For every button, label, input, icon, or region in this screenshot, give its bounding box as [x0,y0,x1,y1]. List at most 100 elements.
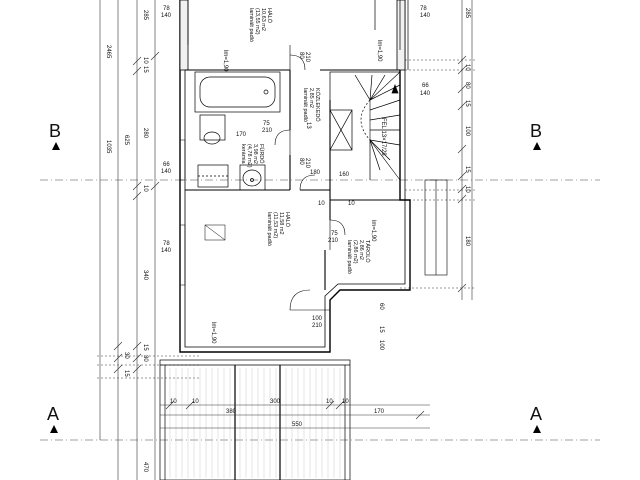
window-label-66-a: 66 [163,162,170,168]
room-label-furdo: FÜRDŐ 3,98 m2 (4,78 m2) kerámia [240,144,265,168]
section-a-left-arrow-icon [50,425,58,433]
stair-direction-label: FEL 13×17/28 [380,118,386,156]
dim-10-bottom-a: 10 [170,399,177,405]
door-swing-halo-upper [289,54,306,71]
height-label-a: lm=1,90 [222,50,228,72]
dim-10-left-b: 10 [142,185,148,192]
dim-100-door: 100 [378,340,384,351]
doors [274,45,346,311]
section-lines [40,179,600,441]
door-label-210-d: 210 [328,238,339,244]
stair-label: FEL 13×17/28 13 [305,118,386,156]
dim-380: 380 [226,409,237,415]
dim-80-right: 80 [464,82,470,89]
dim-1035: 1035 [105,140,111,154]
section-a-right-arrow-icon [533,425,541,433]
window-label-140-a: 140 [161,169,172,175]
dim-625: 625 [123,135,129,146]
window-label-140-c: 140 [420,91,431,97]
dim-550: 550 [292,422,303,428]
section-b-right-label: B [530,121,542,141]
dim-15-door: 15 [378,326,384,333]
dim-10-right-b: 10 [464,186,470,193]
washbasin [239,164,266,191]
section-a-left-label: A [47,404,59,424]
door-swing-furdo [274,129,291,146]
stair-up-arrow-icon [391,84,399,94]
section-b-left-label: B [49,121,61,141]
right-window [424,179,448,276]
section-b-right-arrow-icon [533,142,541,150]
window-label-140-e: 140 [420,13,431,19]
dim-10-bottom-c: 10 [326,399,333,405]
section-a-right-label: A [530,404,542,424]
door-label-75-a: 75 [263,121,270,127]
room-name: FÜRDŐ [258,144,265,164]
door-swing-kozlekedo [299,174,316,191]
room-label-halo-upper: HÁLÓ 10,63 m2 (13,55 m2) laminált padló [248,8,273,42]
window-label-78-b: 78 [163,6,170,12]
right-dimension-labels: 285 10 80 15 100 15 10 180 [464,8,470,247]
door-label-100: 100 [312,316,323,322]
dim-300: 300 [270,399,281,405]
dim-160: 160 [339,172,350,178]
room-label-halo-lower: HÁLÓ 11,58 m2 (11,53 m2) laminált padló [266,212,291,246]
door-swing-halo-lower [289,289,311,311]
bottom-dimension-labels: 380 300 170 550 10 10 10 10 [170,399,385,428]
left-dimension-labels: 285 2465 10 15 625 1035 280 10 340 15 30… [105,10,148,473]
room-label-kozlekedo: KÖZLEKEDŐ 2,85 m2 laminált padló [302,88,321,122]
terrace-hatching [169,368,341,478]
door-label-75-b: 75 [331,231,338,237]
door-label-210-b: 210 [262,128,273,134]
room-area-gross: (2,86 m2) [352,240,358,264]
dim-30-a: 30 [123,352,129,359]
misc-dimension-labels: 180 10 10 170 160 15 100 60 [236,132,384,351]
room-name: KÖZLEKEDŐ [314,88,321,122]
door-swing-tarolo [329,219,346,236]
dim-10-right-a: 10 [464,64,470,71]
dim-10-stair-b: 10 [348,201,355,207]
height-label-b: lm=1,90 [376,40,382,62]
dim-60: 60 [378,303,384,310]
dim-280: 280 [142,128,148,139]
room-area: 2,86 m2 [358,240,364,260]
room-name: HÁLÓ [266,8,273,24]
height-label-d: lm=1,90 [370,220,376,242]
dim-285-left: 285 [142,10,148,21]
room-area-gross: (13,55 m2) [254,8,260,35]
dim-15-left-b: 15 [142,344,148,351]
room-floor: kerámia [240,144,246,165]
room-area-gross: (4,78 m2) [246,144,252,168]
dim-170-bottom: 170 [374,409,385,415]
dim-340: 340 [142,270,148,281]
staircase [329,71,401,201]
dim-285-right: 285 [464,8,470,19]
opening-labels: 80 210 75 210 80 210 75 210 100 210 66 1… [161,6,431,329]
door-label-80-b: 80 [298,158,304,165]
dim-15-left-a: 15 [142,66,148,73]
room-label-tarolo: TÁROLÓ 2,86 m2 (2,86 m2) laminált padló [346,240,371,274]
section-marker-a-right: A [530,404,542,433]
exterior-walls [179,0,411,353]
room-floor: laminált padló [266,212,272,246]
dim-10-left-a: 10 [142,57,148,64]
room-area-gross: (11,53 m2) [272,212,278,238]
window-label-140-d: 140 [161,13,172,19]
bottom-dimension-chain [160,400,430,429]
window-label-78-c: 78 [420,6,427,12]
section-b-left-arrow-icon [52,142,60,150]
dim-170-furdo: 170 [236,132,247,138]
section-marker-b-left: B [49,121,61,150]
room-name: HÁLÓ [284,212,291,228]
height-label-c: lm=1,90 [210,322,216,344]
room-floor: laminált padló [302,88,308,122]
terrace [159,359,351,480]
window-label-78-a: 78 [163,241,170,247]
bathtub [194,71,281,113]
dim-15-right-a: 15 [464,100,470,107]
right-dimension-chain [400,0,475,300]
shower-tray [197,164,229,188]
dim-2465: 2465 [105,45,111,59]
dim-180-stair: 180 [310,170,321,176]
